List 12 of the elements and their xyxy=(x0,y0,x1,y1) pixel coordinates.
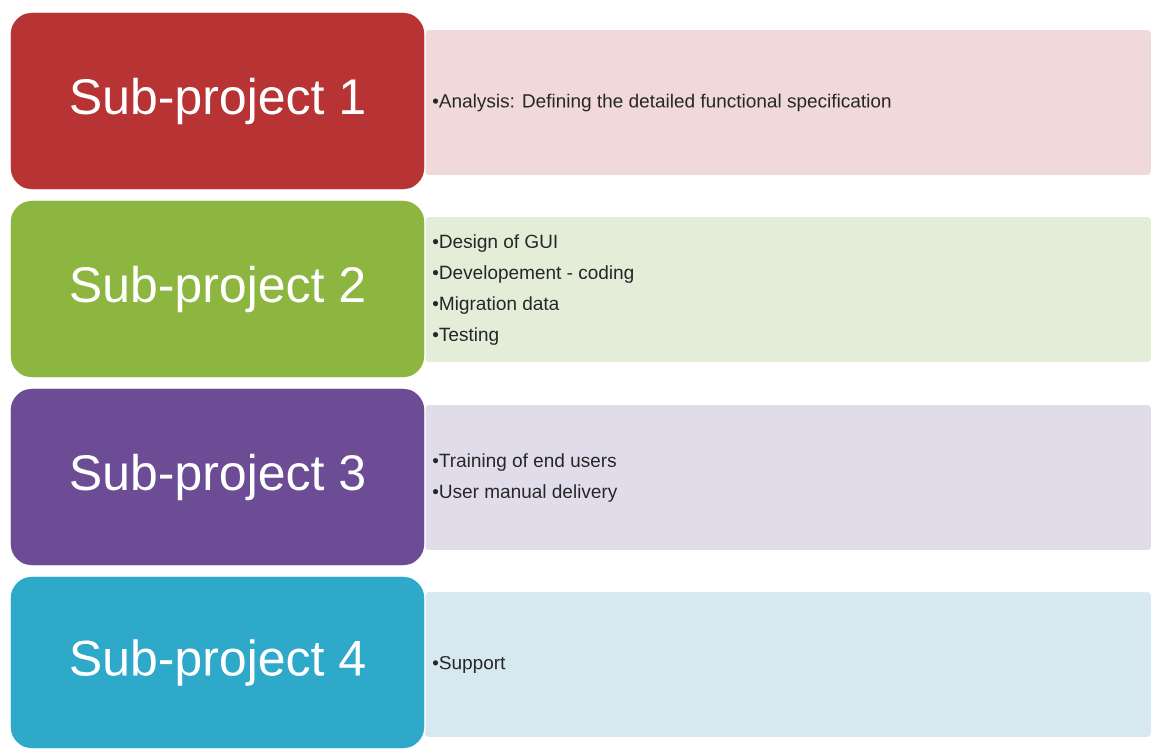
list-item: •Migration data xyxy=(432,296,560,314)
list-item: •Training of end users xyxy=(432,453,616,471)
title-box: Sub-project 3 xyxy=(9,387,426,567)
title-box: Sub-project 2 xyxy=(9,199,426,379)
list-item: •Developement - coding xyxy=(432,265,633,283)
title-box: Sub-project 4 xyxy=(9,575,426,749)
list-item: •User manual delivery xyxy=(432,484,618,502)
list-item: •Analysis: Defining the detailed functional specification xyxy=(432,93,891,112)
list-item: •Design of GUI xyxy=(432,234,557,252)
title-box: Sub-project 1 xyxy=(9,11,426,191)
list-item: •Support xyxy=(432,655,506,674)
list-item: •Testing xyxy=(432,327,498,345)
